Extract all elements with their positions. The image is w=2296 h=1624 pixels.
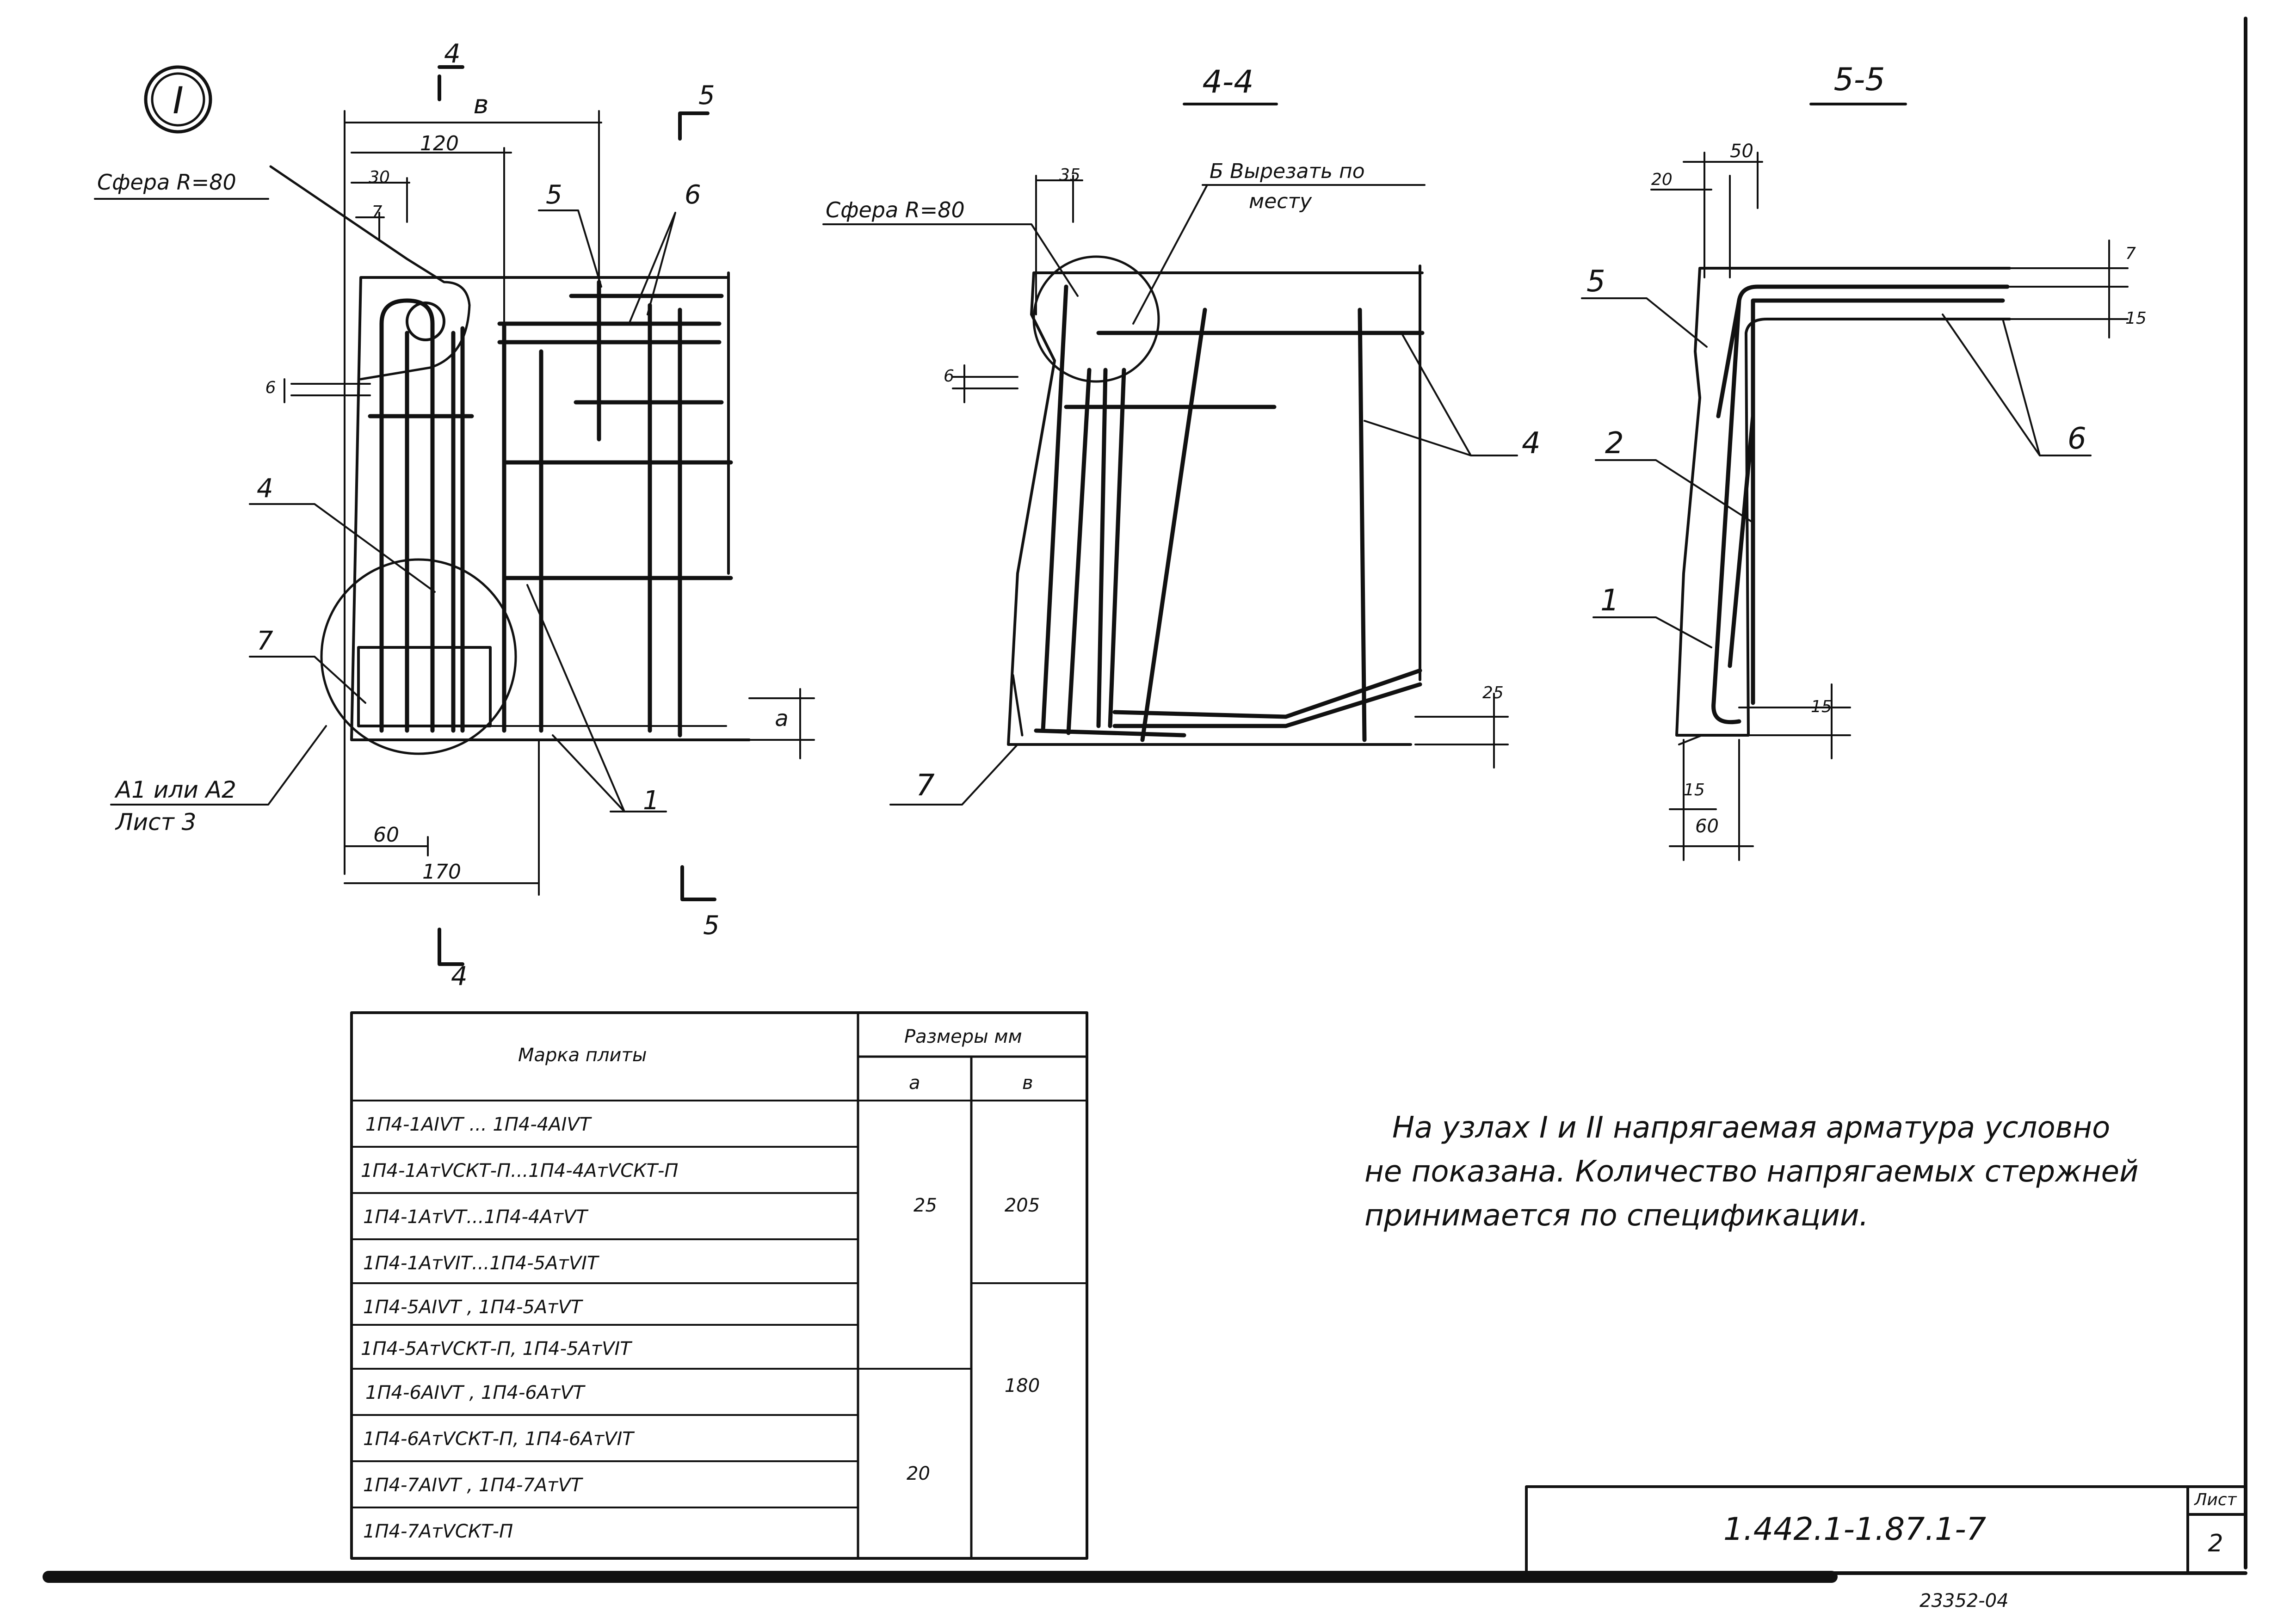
section-4-4-title: 4-4 xyxy=(1202,64,1253,100)
svg-text:15: 15 xyxy=(1811,697,1832,716)
svg-text:35: 35 xyxy=(1059,166,1080,185)
table-row: 1П4-5АтVСКТ-П, 1П4-5АтVIТ xyxy=(361,1338,633,1359)
svg-text:15: 15 xyxy=(1684,781,1705,800)
table-row: 1П4-5АIVТ , 1П4-5АтVТ xyxy=(363,1297,584,1318)
section-4-4: 4-4 Сфера R=80 35 Б Вырезать по месту 6 … xyxy=(822,64,1541,806)
table-row: 1П4-1АIVТ ... 1П4-4АIVТ xyxy=(365,1114,593,1135)
svg-text:На узлах I и II напрягаемая ар: На узлах I и II напрягаемая арматура усл… xyxy=(1392,1111,2110,1145)
section-5-5-title: 5-5 xyxy=(1833,62,1885,98)
svg-text:а: а xyxy=(909,1072,920,1094)
svg-text:4: 4 xyxy=(451,961,468,991)
table-header-sizes: Размеры мм xyxy=(904,1026,1022,1047)
brand-table: Марка плиты Размеры мм а в 1П4-1АIVТ ...… xyxy=(350,1011,1088,1560)
node-marker: I xyxy=(173,79,184,122)
svg-text:7: 7 xyxy=(2125,244,2136,263)
table-b-value: 180 xyxy=(1005,1375,1040,1396)
svg-text:7: 7 xyxy=(916,769,935,803)
svg-text:5: 5 xyxy=(1586,265,1605,299)
svg-text:6: 6 xyxy=(944,367,954,386)
table-row: 1П4-1АтVIТ...1П4-5АтVIТ xyxy=(363,1253,600,1274)
table-row: 1П4-7АтVСКТ-П xyxy=(363,1521,513,1542)
svg-text:Б Вырезать по: Б Вырезать по xyxy=(1210,160,1365,183)
svg-text:5: 5 xyxy=(698,80,715,111)
svg-text:4: 4 xyxy=(444,39,461,69)
svg-text:30: 30 xyxy=(369,168,390,187)
svg-text:Сфера R=80: Сфера R=80 xyxy=(97,170,236,195)
svg-text:в: в xyxy=(473,90,488,120)
node-1-drawing: I в 120 30 7 6 Сфера R=80 4 5 4 5 xyxy=(94,39,815,991)
svg-text:4: 4 xyxy=(257,474,273,504)
node-marker-circle xyxy=(144,65,212,134)
svg-text:6: 6 xyxy=(685,180,701,210)
sheet-number: 2 xyxy=(2208,1530,2223,1557)
svg-text:принимается по спецификации.: принимается по спецификации. xyxy=(1364,1199,1869,1233)
table-row: 1П4-1АтVТ...1П4-4АтVТ xyxy=(363,1206,589,1228)
svg-text:Лист 3: Лист 3 xyxy=(115,809,196,836)
svg-text:Лист: Лист xyxy=(2193,1490,2237,1509)
svg-text:60: 60 xyxy=(373,823,399,847)
svg-text:5: 5 xyxy=(703,910,720,941)
table-row: 1П4-1АтVСКТ-П...1П4-4АтVСКТ-П xyxy=(361,1160,678,1181)
general-note: На узлах I и II напрягаемая арматура усл… xyxy=(1364,1111,2139,1233)
svg-text:А1 или А2: А1 или А2 xyxy=(114,776,236,803)
svg-text:4: 4 xyxy=(1522,426,1541,461)
svg-text:6: 6 xyxy=(265,378,276,397)
svg-text:25: 25 xyxy=(1482,683,1504,702)
svg-text:не показана. Количество напряг: не показана. Количество напрягаемых стер… xyxy=(1364,1155,2139,1189)
svg-text:6: 6 xyxy=(2068,422,2086,456)
table-row: 1П4-6АтVСКТ-П, 1П4-6АтVIТ xyxy=(363,1428,635,1450)
svg-text:120: 120 xyxy=(420,132,459,155)
svg-text:2: 2 xyxy=(1605,426,1624,461)
svg-text:170: 170 xyxy=(422,860,461,884)
svg-text:5: 5 xyxy=(546,180,562,210)
table-b-value: 205 xyxy=(1005,1195,1040,1216)
table-a-value: 20 xyxy=(907,1463,930,1484)
svg-text:1: 1 xyxy=(1600,584,1619,618)
svg-text:50: 50 xyxy=(1730,141,1753,162)
svg-text:Сфера R=80: Сфера R=80 xyxy=(826,197,965,222)
svg-text:7: 7 xyxy=(372,203,383,221)
detail-circle-bottom xyxy=(320,558,517,755)
footer-number: 23352-04 xyxy=(1920,1590,2009,1612)
svg-text:20: 20 xyxy=(1651,170,1673,189)
table-a-value: 25 xyxy=(913,1195,937,1216)
svg-text:месту: месту xyxy=(1249,190,1312,213)
svg-text:в: в xyxy=(1022,1072,1033,1094)
table-row: 1П4-7АIVТ , 1П4-7АтVТ xyxy=(363,1475,584,1496)
title-stamp: 1.442.1-1.87.1-7 Лист 2 23352-04 xyxy=(1525,1485,2247,1612)
table-row: 1П4-6АIVТ , 1П4-6АтVТ xyxy=(365,1382,586,1403)
section-5-5: 5-5 20 50 7 15 15 15 60 5 2 1 6 xyxy=(1581,62,2147,861)
detail-circle-section xyxy=(1032,255,1160,383)
doc-code: 1.442.1-1.87.1-7 xyxy=(1723,1511,1986,1548)
svg-text:15: 15 xyxy=(2125,309,2147,328)
table-header-brand: Марка плиты xyxy=(518,1045,647,1066)
svg-text:60: 60 xyxy=(1695,816,1719,837)
svg-text:а: а xyxy=(775,706,788,732)
svg-text:7: 7 xyxy=(257,626,273,656)
